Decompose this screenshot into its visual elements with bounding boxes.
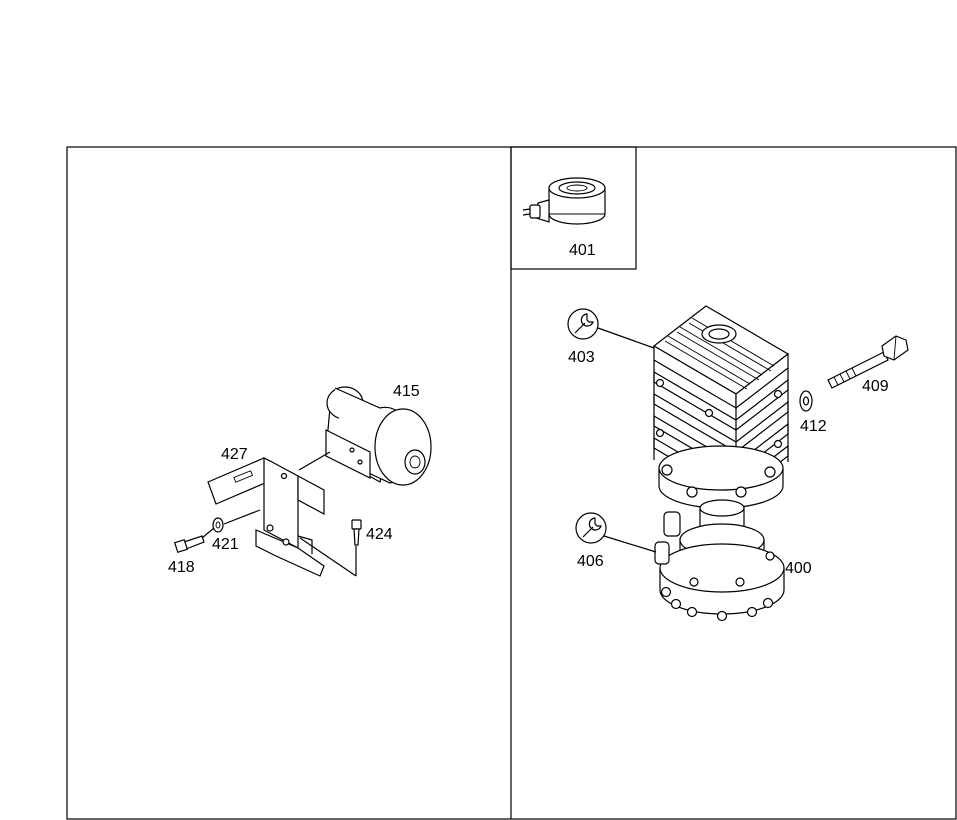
callout-403: 403 [568,349,595,366]
part-421-washer [212,517,224,533]
diagram-frame [66,146,957,820]
part-401-sensor [522,177,606,225]
callout-401: 401 [569,242,596,259]
callout-409: 409 [862,378,889,395]
part-403-cylinder [652,305,790,509]
leader-lines [201,327,657,577]
part-412-washer [799,390,813,412]
callout-427: 427 [221,446,248,463]
callout-406: 406 [577,553,604,570]
part-415-solenoid [325,386,432,486]
callout-400: 400 [785,560,812,577]
part-400-compressor-body [654,499,785,622]
wrench-icon [575,512,607,544]
callout-421: 421 [212,536,239,553]
callout-415: 415 [393,383,420,400]
part-409-bolt [827,335,909,389]
part-424-screw [351,519,362,546]
part-418-screw [173,535,205,554]
callout-424: 424 [366,526,393,543]
part-427-bracket [207,457,325,577]
callout-418: 418 [168,559,195,576]
callout-412: 412 [800,418,827,435]
wrench-icon [567,308,599,340]
